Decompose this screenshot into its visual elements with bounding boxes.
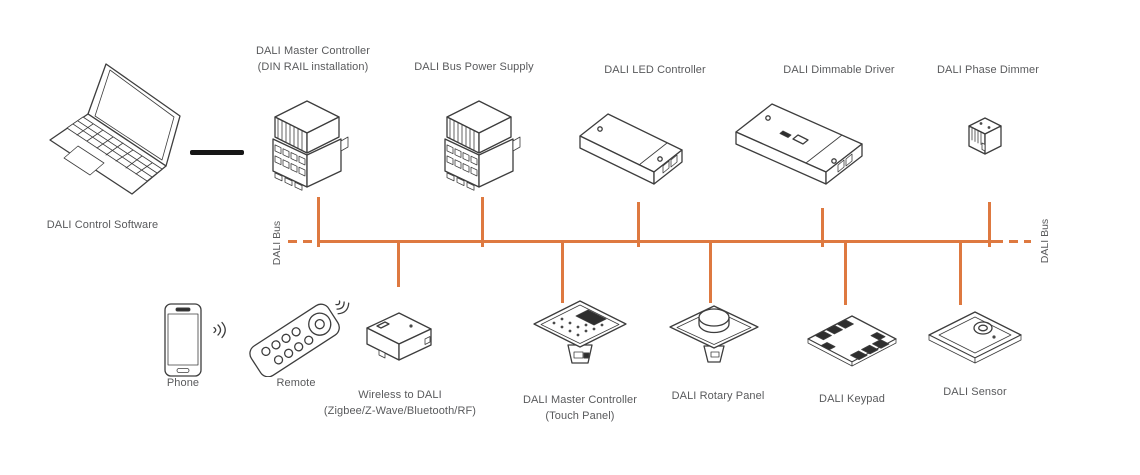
dali-bus-line-dashed-right [994, 240, 1031, 243]
bus-stem-phase-dimmer [988, 202, 991, 247]
bus-stem-touch-panel [561, 243, 564, 303]
label-dali-control-software: DALI Control Software [46, 219, 159, 231]
label-dali-bus-power-supply: DALI Bus Power Supply [414, 61, 534, 73]
phone-signal-icon [213, 321, 226, 339]
wireless-to-dali-illustration [366, 312, 432, 361]
label-wireless-to-dali: Wireless to DALI (Zigbee/Z-Wave/Bluetoot… [323, 389, 477, 417]
dali-bus-label-left: DALI Bus [271, 220, 283, 266]
bus-power-supply-illustration [444, 100, 521, 191]
label-dali-led-controller: DALI LED Controller [604, 64, 706, 76]
rotary-panel-illustration [669, 305, 759, 363]
bus-stem-power-supply [481, 197, 484, 247]
label-rotary-panel: DALI Rotary Panel [671, 390, 765, 402]
bus-stem-rotary-panel [709, 243, 712, 303]
dali-bus-line-dashed-left [288, 240, 322, 243]
dali-bus-label-right: DALI Bus [1039, 218, 1051, 264]
bus-stem-wireless-to-dali [397, 243, 400, 287]
bus-stem-sensor [959, 243, 962, 305]
bus-stem-keypad [844, 243, 847, 305]
bus-stem-dimmable-driver [821, 208, 824, 247]
bus-stem-led-controller [637, 202, 640, 247]
laptop-illustration [49, 63, 181, 195]
dimmable-driver-illustration [735, 103, 863, 185]
bus-stem-master-din [317, 197, 320, 247]
label-phone: Phone [166, 377, 200, 389]
label-touch-panel-master-controller: DALI Master Controller (Touch Panel) [522, 394, 638, 422]
label-dali-dimmable-driver: DALI Dimmable Driver [783, 64, 895, 76]
label-dali-phase-dimmer: DALI Phase Dimmer [937, 64, 1039, 76]
label-sensor: DALI Sensor [943, 386, 1007, 398]
label-keypad: DALI Keypad [819, 393, 885, 405]
label-dali-master-controller-din: DALI Master Controller (DIN RAIL install… [255, 45, 371, 73]
dali-bus-line [322, 240, 994, 243]
led-controller-illustration [579, 113, 683, 185]
phone-illustration [164, 303, 202, 377]
touch-panel-illustration [533, 300, 627, 364]
label-remote: Remote [276, 377, 316, 389]
din-master-controller-illustration [272, 100, 349, 191]
phase-dimmer-illustration [968, 117, 1002, 155]
sensor-illustration [928, 311, 1022, 364]
keypad-illustration [807, 315, 897, 367]
remote-illustration [249, 300, 350, 377]
software-link-line [190, 150, 244, 155]
